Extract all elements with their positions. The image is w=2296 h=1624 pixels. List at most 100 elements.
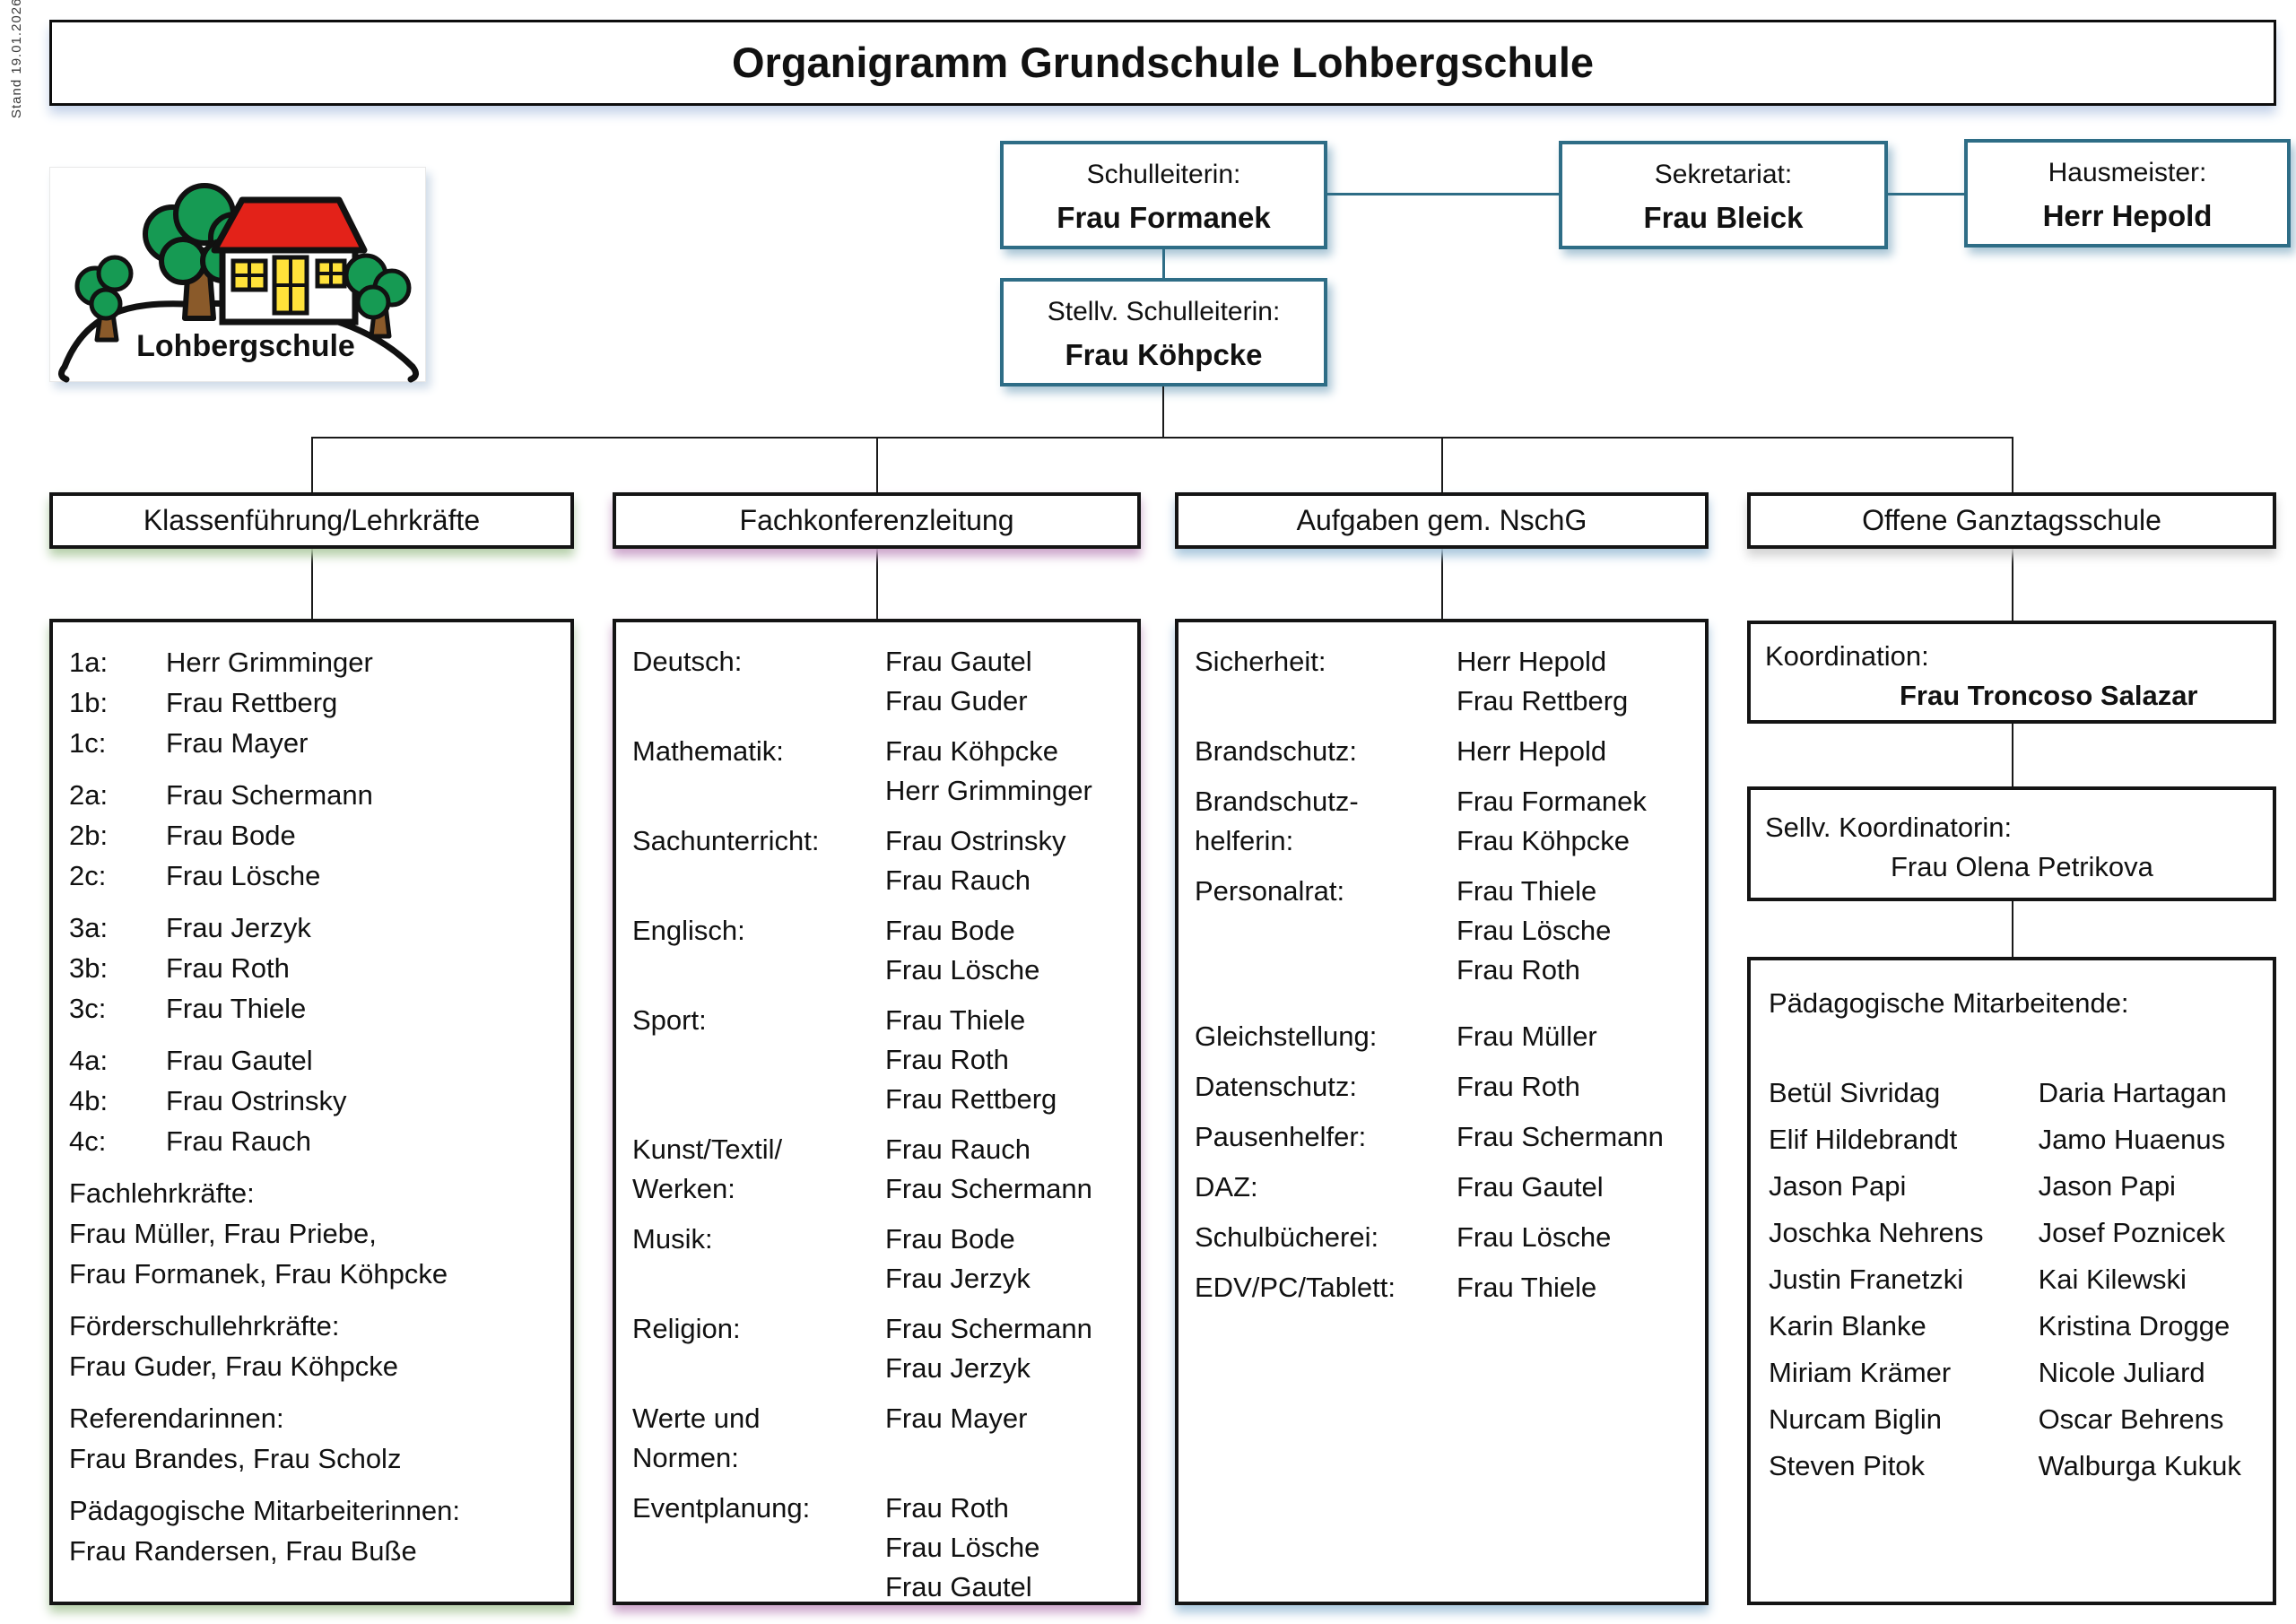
logo-window-crosses bbox=[233, 257, 344, 313]
connector-line bbox=[1888, 193, 1964, 195]
teacher-name: Herr Hepold bbox=[1457, 735, 1607, 767]
assignment-names: Frau Lösche bbox=[1457, 1218, 1689, 1257]
teacher-name: Frau Rettberg bbox=[1457, 685, 1629, 716]
assignment-row: Brandschutz:Herr Hepold bbox=[1195, 732, 1689, 771]
staff-section: Pädagogische Mitarbeiterinnen:Frau Rande… bbox=[69, 1490, 554, 1571]
schulleiterin-name: Frau Formanek bbox=[1057, 201, 1271, 234]
teacher-name: Frau Mayer bbox=[885, 1403, 1028, 1434]
section-heading: Referendarinnen: bbox=[69, 1403, 284, 1434]
class-label: 3c: bbox=[69, 993, 107, 1024]
teacher-name: Frau Gautel bbox=[885, 646, 1032, 677]
staff-name: Justin Franetzki bbox=[1769, 1264, 1964, 1295]
connector-line bbox=[2012, 724, 2013, 786]
assignment-label: Religion: bbox=[632, 1309, 885, 1388]
connector-line bbox=[876, 549, 878, 619]
class-row: 3c:Frau Thiele bbox=[69, 988, 554, 1029]
teacher-name: Frau Roth bbox=[885, 1492, 1009, 1524]
assignment-label: Personalrat: bbox=[1195, 872, 1457, 990]
teacher-name: Frau Rettberg bbox=[166, 687, 338, 718]
teacher-name: Frau Bode bbox=[885, 1223, 1015, 1255]
class-label: 4c: bbox=[69, 1125, 107, 1157]
assignment-label: Brandschutz: bbox=[1195, 732, 1457, 771]
koordination-name: Frau Troncoso Salazar bbox=[1900, 680, 2198, 711]
assignment-label-line: Sport: bbox=[632, 1004, 707, 1036]
assignment-row: Pausenhelfer:Frau Schermann bbox=[1195, 1117, 1689, 1157]
connector-line bbox=[1441, 549, 1443, 619]
logo-house-roof bbox=[211, 196, 368, 254]
class-label: 3b: bbox=[69, 952, 109, 984]
teacher-name: Herr Grimminger bbox=[885, 775, 1092, 806]
teacher-name: Frau Jerzyk bbox=[885, 1352, 1031, 1384]
class-label: 1c: bbox=[69, 727, 107, 759]
section-heading: Fachlehrkräfte: bbox=[69, 1177, 255, 1209]
assignment-names: Frau Mayer bbox=[885, 1399, 1121, 1478]
assignment-label-line: Normen: bbox=[632, 1442, 739, 1473]
logo-right-tree-canopy bbox=[344, 253, 412, 320]
teacher-name: Frau Köhpcke bbox=[1457, 825, 1630, 856]
header-klassenfuehrung: Klassenführung/Lehrkräfte bbox=[49, 492, 574, 549]
teacher-name: Frau Formanek bbox=[1457, 786, 1647, 817]
assignment-label-line: Werken: bbox=[632, 1173, 735, 1204]
teacher-name: Frau Lösche bbox=[1457, 1221, 1612, 1253]
section-line: Frau Guder, Frau Köhpcke bbox=[69, 1350, 399, 1382]
connector-line bbox=[2012, 901, 2013, 957]
teacher-name: Frau Gautel bbox=[166, 1045, 313, 1076]
class-label: 4b: bbox=[69, 1085, 109, 1116]
assignment-names: Frau Müller bbox=[1457, 1017, 1689, 1056]
logo-small-tree-canopy bbox=[74, 255, 134, 321]
staff-name: Josef Poznicek bbox=[2038, 1217, 2226, 1248]
teacher-name: Frau Lösche bbox=[166, 860, 321, 891]
assignment-row: Gleichstellung:Frau Müller bbox=[1195, 1017, 1689, 1056]
teacher-name: Frau Thiele bbox=[1457, 1272, 1597, 1303]
stand-note: Stand 19.01.2026 bbox=[9, 0, 24, 118]
assignment-label-line: Brandschutz- bbox=[1195, 786, 1359, 817]
teacher-name: Frau Schermann bbox=[885, 1173, 1092, 1204]
assignment-label: Schulbücherei: bbox=[1195, 1218, 1457, 1257]
class-row: 4a:Frau Gautel bbox=[69, 1040, 554, 1081]
connector-line bbox=[1441, 437, 1443, 492]
teacher-name: Frau Jerzyk bbox=[166, 912, 311, 943]
section-line: Frau Randersen, Frau Buße bbox=[69, 1535, 417, 1567]
assignment-label-line: Mathematik: bbox=[632, 735, 784, 767]
teacher-name: Frau Roth bbox=[166, 952, 290, 984]
class-label: 1b: bbox=[69, 687, 109, 718]
koordination-box: Koordination: Frau Troncoso Salazar bbox=[1747, 621, 2276, 724]
assignment-label-line: Deutsch: bbox=[632, 646, 743, 677]
teacher-name: Frau Gautel bbox=[885, 1571, 1032, 1602]
class-label: 3a: bbox=[69, 912, 109, 943]
assignment-label-line: Sachunterricht: bbox=[632, 825, 820, 856]
header-fachkonferenzleitung: Fachkonferenzleitung bbox=[613, 492, 1141, 549]
section-heading: Förderschullehrkräfte: bbox=[69, 1310, 340, 1342]
schulleiterin-box: Schulleiterin: Frau Formanek bbox=[1000, 141, 1327, 249]
page-title-box: Organigramm Grundschule Lohbergschule bbox=[49, 20, 2276, 106]
teacher-name: Frau Bode bbox=[885, 915, 1015, 946]
teacher-name: Frau Lösche bbox=[885, 1532, 1040, 1563]
school-logo: Lohbergschule bbox=[49, 167, 426, 383]
teacher-name: Frau Mayer bbox=[166, 727, 309, 759]
teacher-name: Frau Rettberg bbox=[885, 1083, 1057, 1115]
assignment-names: Frau Schermann bbox=[1457, 1117, 1689, 1157]
staff-name: Jason Papi bbox=[2038, 1170, 2176, 1202]
assignment-names: Frau Roth bbox=[1457, 1067, 1689, 1107]
connector-line bbox=[1162, 386, 1164, 437]
